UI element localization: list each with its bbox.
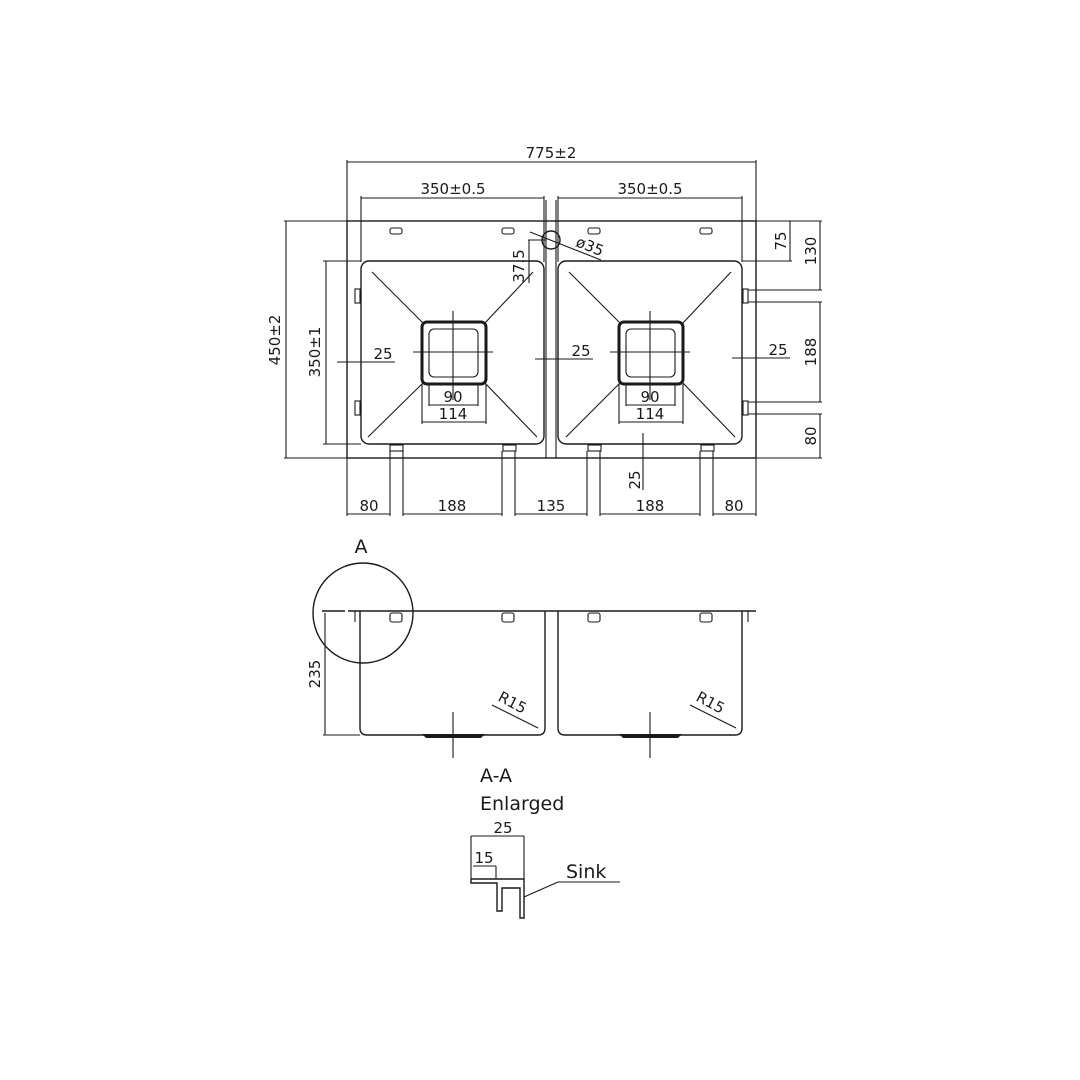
mounting-clip — [587, 444, 602, 452]
detail-a-label: A — [355, 536, 368, 558]
right-dim-bottom-label: 80 — [802, 426, 820, 445]
mounting-clip — [699, 227, 713, 235]
left-drain-outer-label: 114 — [439, 405, 468, 423]
right-dim-clip-spacing-label: 188 — [802, 338, 820, 367]
front-offset-label: 25 — [626, 470, 644, 489]
mounting-clip — [502, 444, 517, 452]
mounting-clip — [501, 227, 515, 235]
mounting-clip — [354, 400, 361, 416]
sink-callout: Sink — [566, 861, 606, 883]
middle-side-offset-label: 25 — [571, 342, 590, 360]
right-drain-inner-label: 90 — [640, 388, 659, 406]
right-bowl-width-label: 350±0.5 — [617, 180, 682, 198]
left-drain — [420, 320, 488, 386]
overall-width-label: 775±2 — [526, 144, 577, 162]
bottom-dim-label: 80 — [359, 497, 378, 515]
bottom-dim-label: 80 — [724, 497, 743, 515]
bottom-dim-label: 135 — [537, 497, 566, 515]
left-bowl-width-label: 350±0.5 — [420, 180, 485, 198]
right-radius-label: R15 — [693, 688, 728, 718]
tap-hole-diameter-label: ø35 — [573, 233, 606, 260]
detail-a-circle — [312, 562, 414, 664]
right-drain-outer-label: 114 — [636, 405, 665, 423]
bottom-dim-label: 188 — [636, 497, 665, 515]
left-drain-inner-label: 90 — [443, 388, 462, 406]
section-view: A 235 R15 R15 — [306, 536, 756, 758]
tap-hole-offset-label: 37.5 — [510, 249, 528, 282]
detail-title-line1: A-A — [480, 765, 512, 787]
mounting-clip — [587, 227, 601, 235]
right-bowl — [557, 260, 743, 445]
bowl-depth-label: 350±1 — [306, 327, 324, 378]
mounting-clip — [389, 444, 404, 452]
mounting-clip — [742, 400, 749, 416]
section-height-label: 235 — [306, 660, 324, 689]
flange-profile — [470, 878, 525, 919]
inner-width-label: 15 — [474, 849, 493, 867]
left-radius-label: R15 — [495, 688, 530, 718]
right-dim-top-label: 75 — [772, 231, 790, 250]
overall-depth-label: 450±2 — [266, 315, 284, 366]
left-side-offset-label: 25 — [373, 345, 392, 363]
left-bowl — [360, 260, 545, 445]
mounting-clip — [389, 227, 403, 235]
sink-outline — [346, 220, 757, 459]
mounting-clip — [354, 288, 361, 304]
mounting-clip — [742, 288, 749, 304]
top-view: 775±2 350±0.5 350±0.5 450±2 350±1 — [266, 144, 822, 516]
right-side-offset-label: 25 — [768, 341, 787, 359]
detail-view: A-A Enlarged 25 15 Sink — [470, 765, 620, 919]
right-drain — [617, 320, 685, 386]
detail-title-line2: Enlarged — [480, 793, 564, 815]
bottom-dim-label: 188 — [438, 497, 467, 515]
right-dim-top-total-label: 130 — [802, 237, 820, 266]
flange-width-label: 25 — [493, 819, 512, 837]
mounting-clip — [700, 444, 715, 452]
